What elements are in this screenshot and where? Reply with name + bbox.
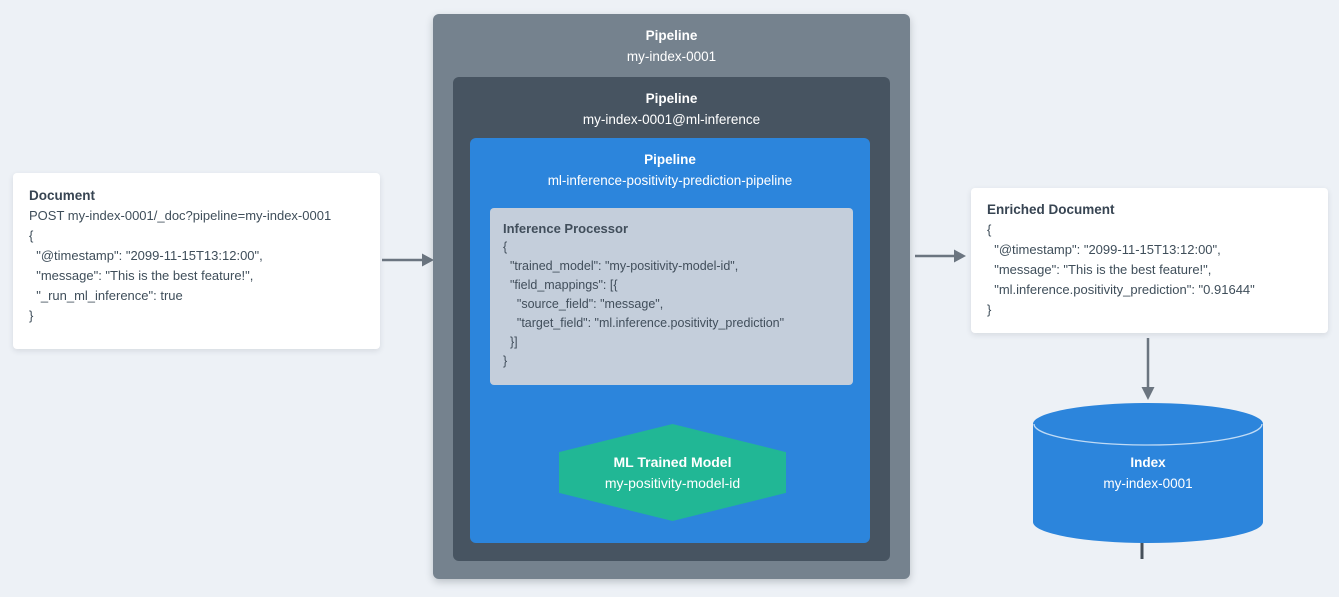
ml-trained-model-title: ML Trained Model [613, 453, 732, 470]
code-line: { [503, 240, 508, 254]
code-line: "@timestamp": "2099-11-15T13:12:00", [29, 248, 263, 263]
pipeline-inner-box: Pipeline ml-inference-positivity-predict… [470, 138, 1148, 559]
code-line: "message": "This is the best feature!", [987, 262, 1212, 277]
index-name: my-index-0001 [1103, 476, 1193, 491]
ml-trained-model-name: my-positivity-model-id [604, 474, 741, 491]
code-line: "source_field": "message", [503, 297, 664, 311]
document-card: Document POST my-index-0001/_doc?pipelin… [13, 173, 380, 349]
pipeline-inner-label: Pipeline [644, 152, 696, 167]
index-cylinder-icon [1033, 403, 1263, 543]
code-line: "@timestamp": "2099-11-15T13:12:00", [987, 242, 1221, 257]
pipeline-outer-label: Pipeline [645, 28, 698, 43]
ml-trained-model-node: ML Trained Model my-positivity-model-id [559, 424, 786, 521]
code-line: "ml.inference.positivity_prediction": "0… [987, 282, 1255, 297]
enriched-document-card: Enriched Document { "@timestamp": "2099-… [971, 188, 1328, 333]
code-line: } [987, 302, 992, 317]
document-card-title: Document [29, 188, 96, 203]
pipeline-inner-name: ml-inference-positivity-prediction-pipel… [547, 173, 793, 188]
code-line: "message": "This is the best feature!", [29, 268, 254, 283]
code-line: { [987, 222, 992, 237]
pipeline-outer-box: Pipeline my-index-0001 Pipeline my-index… [433, 14, 1148, 579]
code-line: } [503, 354, 508, 368]
pipeline-mid-name: my-index-0001@ml-inference [582, 112, 761, 127]
code-line: POST my-index-0001/_doc?pipeline=my-inde… [29, 208, 332, 223]
index-label: Index my-index-0001 [1033, 452, 1263, 494]
pipeline-outer-name: my-index-0001 [626, 49, 717, 64]
code-line: }] [503, 335, 518, 349]
code-line: "target_field": "ml.inference.positivity… [503, 316, 785, 330]
code-line: "field_mappings": [{ [503, 278, 618, 292]
pipeline-mid-header: Pipeline my-index-0001@ml-inference [453, 77, 890, 130]
code-line: { [29, 228, 34, 243]
inference-processor-title: Inference Processor [503, 221, 629, 236]
code-line: "_run_ml_inference": true [29, 288, 183, 303]
code-line: "trained_model": "my-positivity-model-id… [503, 259, 739, 273]
code-line: } [29, 308, 34, 323]
flow-arrow-right-icon [915, 249, 966, 263]
flow-arrow-down-icon [1141, 338, 1155, 400]
enriched-document-title: Enriched Document [987, 202, 1115, 217]
pipeline-outer-header: Pipeline my-index-0001 [433, 14, 910, 67]
pipeline-mid-box: Pipeline my-index-0001@ml-inference Pipe… [453, 77, 1148, 561]
pipeline-inner-header: Pipeline ml-inference-positivity-predict… [470, 138, 870, 191]
inference-processor-card: Inference Processor { "trained_model": "… [490, 208, 853, 385]
pipeline-mid-label: Pipeline [645, 91, 698, 106]
index-title: Index [1130, 455, 1166, 470]
flow-arrow-right-icon [382, 253, 434, 267]
